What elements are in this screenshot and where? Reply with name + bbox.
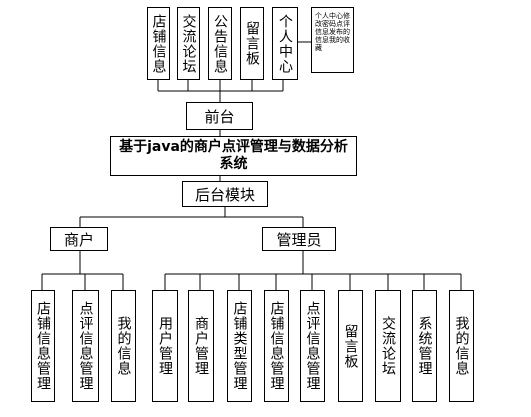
- admin-module-message-board: 留言板: [338, 290, 363, 402]
- merchant-module-shop-info-management: 店铺信息管理: [31, 290, 55, 402]
- frontend-module-personal-center: 个人中心: [272, 7, 298, 80]
- frontend-module-announcements: 公告信息: [208, 7, 232, 80]
- admin-module-forum: 交流论坛: [375, 290, 401, 402]
- system-title: 基于java的商户点评管理与数据分析系统: [110, 136, 357, 176]
- admin-module-shop-info-management: 店铺信息管理: [264, 290, 289, 402]
- admin-node: 管理员: [262, 227, 336, 251]
- merchant-module-review-management: 点评信息管理: [72, 290, 99, 402]
- frontend-module-forum: 交流论坛: [177, 7, 200, 80]
- backend-node: 后台模块: [182, 181, 268, 207]
- personal-center-note: 个人中心修改密码点评信息发布的信息我的收藏: [311, 7, 354, 73]
- frontend-module-shop-info: 店铺信息: [147, 7, 170, 80]
- admin-module-review-management: 点评信息管理: [300, 290, 325, 402]
- admin-module-my-info: 我的信息: [449, 290, 474, 402]
- admin-module-system-management: 系统管理: [412, 290, 437, 402]
- admin-module-user-management: 用户管理: [152, 290, 178, 402]
- frontend-module-message-board: 留言板: [240, 7, 264, 80]
- admin-module-merchant-management: 商户管理: [188, 290, 214, 402]
- admin-module-shop-type-management: 店铺类型管理: [227, 290, 252, 402]
- frontend-node: 前台: [186, 102, 253, 130]
- merchant-node: 商户: [50, 227, 108, 251]
- merchant-module-my-info: 我的信息: [111, 290, 136, 402]
